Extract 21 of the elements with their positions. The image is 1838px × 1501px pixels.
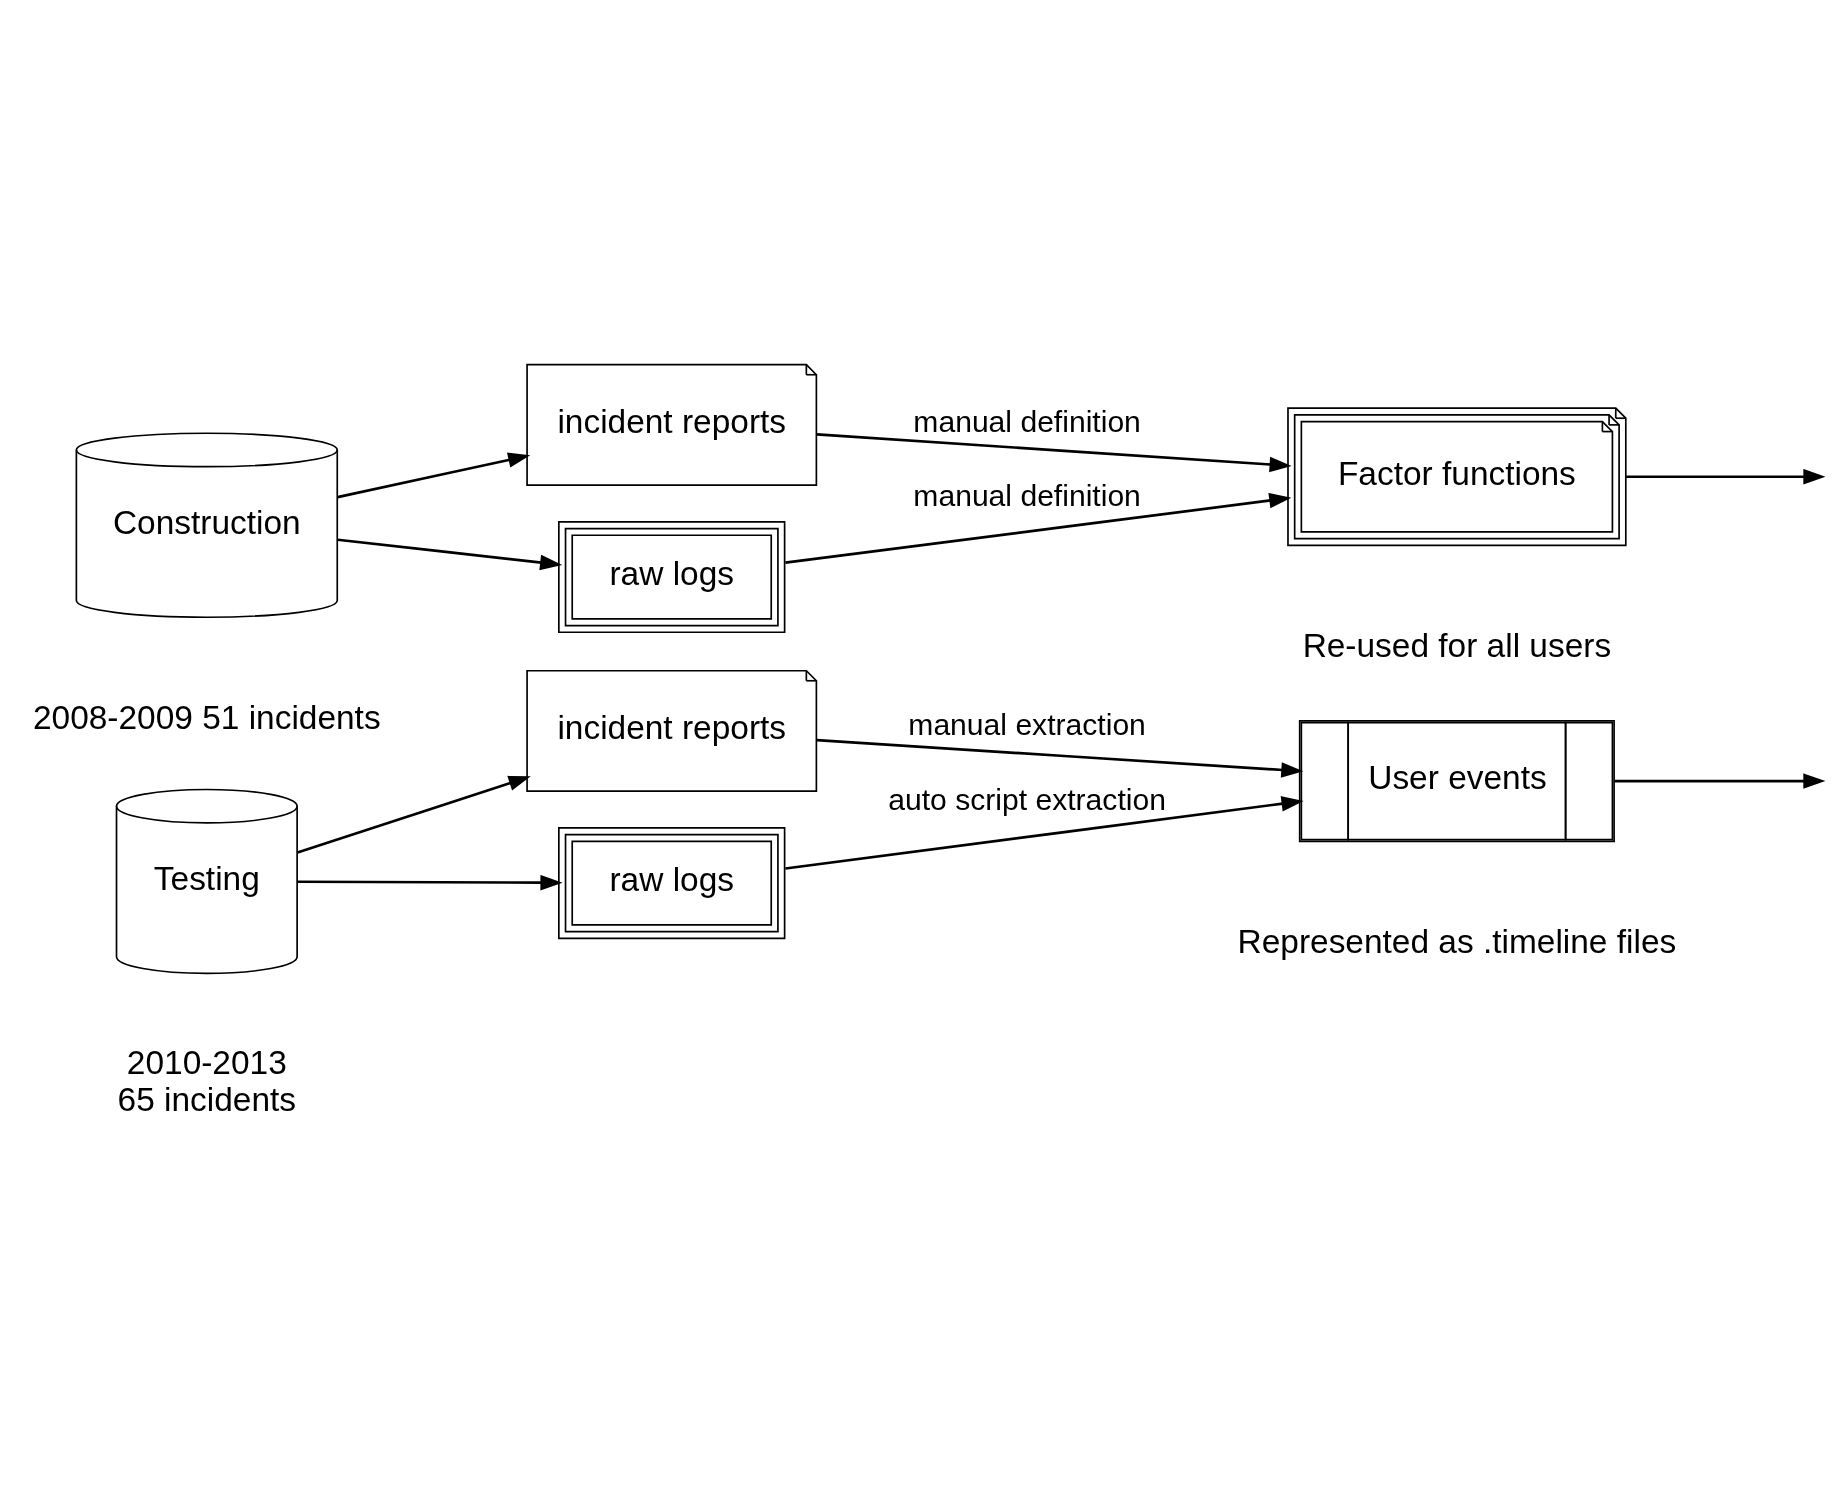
arrow [816,432,1292,472]
arrow [337,537,563,570]
arrow [1626,468,1826,484]
arrow [785,492,1292,564]
node-label: 65 incidents [117,1080,297,1118]
arrow [816,738,1304,778]
node-label: 2008-2009 51 incidents [32,698,381,736]
edge-label: manual definition [913,478,1141,512]
arrow [337,451,531,498]
node-label: 2010-2013 [126,1043,287,1081]
edge-label: manual definition [913,404,1141,438]
arrow [785,795,1304,870]
arrow [1614,772,1826,789]
node-box: raw logs [558,826,786,939]
edge-label: auto script extraction [888,782,1166,816]
edge-label: manual extraction [908,707,1146,741]
node-box: raw logs [558,520,786,633]
arrow [297,874,563,890]
node-label: Represented as .timeline files [1237,922,1677,960]
arrow [297,775,531,854]
node-label: Re-used for all users [1302,626,1612,664]
